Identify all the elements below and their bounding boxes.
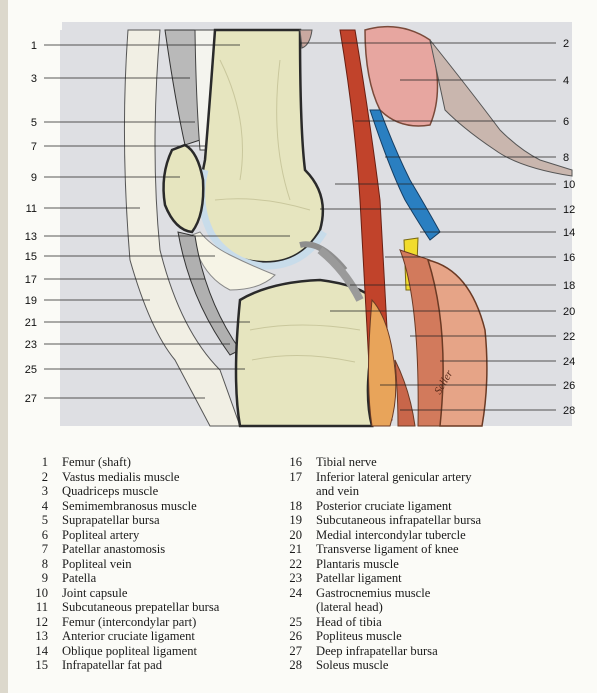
legend-text: Subcutaneous infrapatellar bursa (316, 513, 481, 527)
legend-text: Popliteal vein (62, 557, 132, 571)
legend-text: Patella (62, 571, 96, 585)
legend-text: Transverse ligament of knee (316, 542, 459, 556)
legend-text: Infrapatellar fat pad (62, 658, 162, 672)
legend-text: Patellar anastomosis (62, 542, 165, 556)
legend-number: 23 (278, 571, 302, 585)
legend-number: 22 (278, 557, 302, 571)
legend-text: Joint capsule (62, 586, 127, 600)
legend-number: 26 (278, 629, 302, 643)
legend-number: 2 (24, 470, 48, 484)
legend-number: 3 (24, 484, 48, 498)
legend-text: Head of tibia (316, 615, 382, 629)
legend-text: Plantaris muscle (316, 557, 399, 571)
legend-number: 4 (24, 499, 48, 513)
legend-text: Medial intercondylar tubercle (316, 528, 466, 542)
legend-text: Suprapatellar bursa (62, 513, 160, 527)
legend-text: Patellar ligament (316, 571, 402, 585)
legend-text: Vastus medialis muscle (62, 470, 180, 484)
legend-text: Inferior lateral genicular artery (316, 470, 472, 484)
legend-text: Deep infrapatellar bursa (316, 644, 438, 658)
legend-number: 21 (278, 542, 302, 556)
legend-text: and vein (316, 484, 359, 498)
legend-text: Posterior cruciate ligament (316, 499, 452, 513)
legend-number: 12 (24, 615, 48, 629)
legend-number: 10 (24, 586, 48, 600)
legend-text: Subcutaneous prepatellar bursa (62, 600, 219, 614)
legend-text: Semimembranosus muscle (62, 499, 197, 513)
legend-number: 19 (278, 513, 302, 527)
legend-number: 18 (278, 499, 302, 513)
legend-number: 5 (24, 513, 48, 527)
legend-number: 25 (278, 615, 302, 629)
legend-number: 7 (24, 542, 48, 556)
legend-text: Soleus muscle (316, 658, 388, 672)
legend-text: Quadriceps muscle (62, 484, 158, 498)
legend-number: 27 (278, 644, 302, 658)
legend-number: 13 (24, 629, 48, 643)
legend-number: 17 (278, 470, 302, 484)
legend-number: 28 (278, 658, 302, 672)
legend-text: Gastrocnemius muscle (316, 586, 430, 600)
legend-number: 9 (24, 571, 48, 585)
legend-number: 8 (24, 557, 48, 571)
legend-number: 20 (278, 528, 302, 542)
legend-number: 11 (24, 600, 48, 614)
legend-text: (lateral head) (316, 600, 383, 614)
legend-number: 16 (278, 455, 302, 469)
legend-number: 14 (24, 644, 48, 658)
legend-text: Femur (shaft) (62, 455, 131, 469)
legend-text: Popliteal artery (62, 528, 139, 542)
legend-text: Anterior cruciate ligament (62, 629, 195, 643)
legend-text: Tibial nerve (316, 455, 377, 469)
legend-number: 6 (24, 528, 48, 542)
legend-number: 1 (24, 455, 48, 469)
legend-text: Femur (intercondylar part) (62, 615, 196, 629)
legend-number: 24 (278, 586, 302, 600)
legend-text: Popliteus muscle (316, 629, 402, 643)
legend-text: Oblique popliteal ligament (62, 644, 197, 658)
legend-number: 15 (24, 658, 48, 672)
